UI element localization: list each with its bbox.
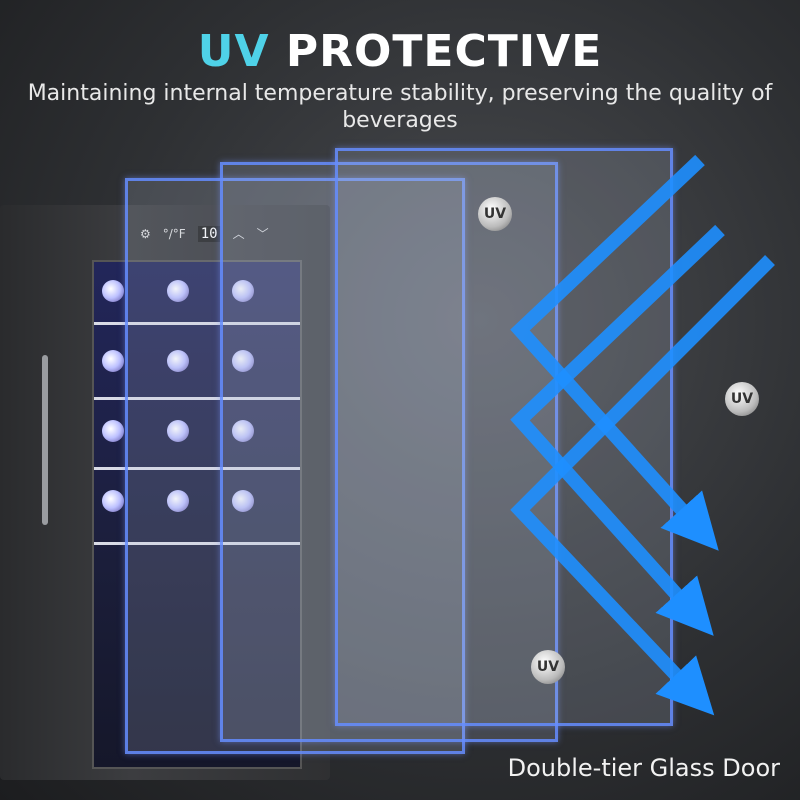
headline: UV PROTECTIVE — [0, 26, 800, 77]
uv-arrow — [510, 154, 719, 551]
wine-bottle — [102, 280, 124, 302]
temperature-display: 10 — [197, 225, 221, 242]
chevron-up-icon: ︿ — [232, 227, 245, 241]
wine-bottle — [167, 490, 189, 512]
uv-arrow — [510, 224, 725, 636]
unit-toggle: °/°F — [162, 226, 186, 241]
wine-bottle — [167, 350, 189, 372]
uv-badge: UV — [725, 382, 759, 416]
door-handle — [42, 355, 48, 525]
uv-badge: UV — [478, 197, 512, 231]
wine-bottle — [232, 280, 254, 302]
headline-rest: PROTECTIVE — [285, 26, 603, 77]
wine-bottle — [232, 490, 254, 512]
wine-bottle — [167, 280, 189, 302]
wine-bottle — [232, 420, 254, 442]
shelf — [94, 397, 300, 400]
shelf — [94, 322, 300, 325]
caption: Double-tier Glass Door — [507, 754, 780, 782]
headline-accent: UV — [197, 26, 270, 77]
chevron-down-icon: ﹀ — [256, 227, 269, 241]
uv-arrow — [510, 255, 775, 716]
wine-bottle — [102, 490, 124, 512]
wine-bottle — [102, 420, 124, 442]
wine-bottle — [102, 350, 124, 372]
wine-bottle — [232, 350, 254, 372]
glass-pane — [125, 178, 465, 754]
glass-pane — [220, 162, 558, 742]
light-icon: ⚙ — [140, 226, 151, 241]
shelf — [94, 542, 300, 545]
shelf — [94, 467, 300, 470]
control-panel: ⚙ °/°F 10 ︿ ﹀ — [140, 225, 269, 242]
uv-badge: UV — [531, 650, 565, 684]
subtitle: Maintaining internal temperature stabili… — [27, 81, 773, 133]
wine-bottle — [167, 420, 189, 442]
